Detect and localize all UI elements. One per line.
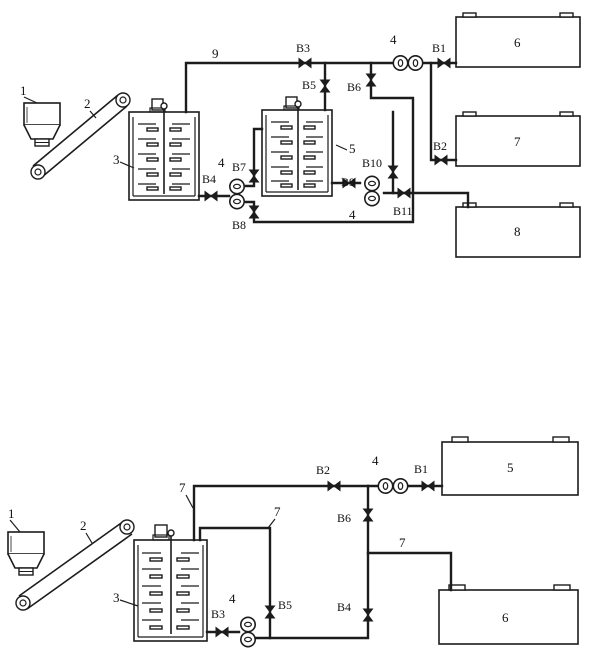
tank-6 xyxy=(438,584,579,645)
label-pump: 4 xyxy=(372,453,379,468)
mixer-b xyxy=(261,96,333,197)
pump-icon xyxy=(392,54,424,71)
label-valve-b5: B5 xyxy=(302,78,316,92)
label-conveyor: 2 xyxy=(80,518,87,533)
label-pipe: 7 xyxy=(179,480,186,495)
label-valve-b8: B8 xyxy=(232,218,246,232)
mixer-a xyxy=(128,98,200,201)
valve-icon xyxy=(363,508,373,522)
label-pipe: 7 xyxy=(274,504,281,519)
label-valve-b1: B1 xyxy=(414,462,428,476)
label-valve-b4: B4 xyxy=(337,600,351,614)
tank-6 xyxy=(455,12,581,68)
valve-icon xyxy=(397,188,411,198)
label-tank-8: 8 xyxy=(514,224,521,239)
valve-icon xyxy=(437,58,451,68)
valve-icon xyxy=(366,73,376,87)
valve-icon xyxy=(421,481,435,491)
tank-8 xyxy=(455,202,581,258)
label-valve-b3: B3 xyxy=(296,41,310,55)
label-valve-b3: B3 xyxy=(211,607,225,621)
valve-icon xyxy=(327,481,341,491)
label-valve-b2: B2 xyxy=(316,463,330,477)
label-valve-b4: B4 xyxy=(202,172,216,186)
valve-icon xyxy=(363,608,373,622)
label-tank-6: 6 xyxy=(502,610,509,625)
mixer xyxy=(133,524,208,642)
hopper-icon xyxy=(7,531,45,576)
bottom-figure: 1 2 xyxy=(7,436,579,648)
valve-icon xyxy=(320,79,330,93)
label-conveyor: 2 xyxy=(84,96,91,111)
valve-icon xyxy=(249,169,259,183)
label-tank-6: 6 xyxy=(514,35,521,50)
valve-icon xyxy=(298,58,312,68)
valve-icon xyxy=(434,155,448,165)
valve-icon xyxy=(388,165,398,179)
valve-icon xyxy=(215,627,229,637)
label-valve-b6: B6 xyxy=(337,511,351,525)
label-valve-b5: B5 xyxy=(278,598,292,612)
label-pump: 4 xyxy=(218,155,225,170)
valve-icon xyxy=(204,191,218,201)
top-pipes xyxy=(184,61,470,224)
valve-icon xyxy=(265,605,275,619)
label-hopper: 1 xyxy=(20,83,27,98)
label-pipe: 7 xyxy=(399,535,406,550)
label-tank-7: 7 xyxy=(514,134,521,149)
hopper-icon xyxy=(23,102,61,147)
label-valve-b10: B10 xyxy=(362,156,382,170)
label-valve-b11: B11 xyxy=(393,204,413,218)
pump-icon xyxy=(229,178,245,210)
label-mixer: 3 xyxy=(113,590,120,605)
label-valve-b1: B1 xyxy=(432,41,446,55)
label-mixer-b: 5 xyxy=(349,141,356,156)
label-pump: 4 xyxy=(349,207,356,222)
label-hopper: 1 xyxy=(8,506,15,521)
tank-7 xyxy=(455,111,581,167)
label-pipe: 9 xyxy=(212,46,219,61)
top-figure: 1 2 xyxy=(20,12,581,258)
label-valve-b2: B2 xyxy=(433,139,447,153)
label-valve-b7: B7 xyxy=(232,160,246,174)
label-valve-b9: B9 xyxy=(341,175,355,189)
conveyor-icon xyxy=(30,92,131,180)
label-valve-b6: B6 xyxy=(347,80,361,94)
pump-icon xyxy=(240,616,256,648)
label-mixer-a: 3 xyxy=(113,152,120,167)
tank-5 xyxy=(441,436,579,496)
label-pump: 4 xyxy=(390,32,397,47)
conveyor-icon xyxy=(15,519,135,611)
label-pump: 4 xyxy=(229,591,236,606)
pump-icon xyxy=(377,477,409,495)
label-tank-5: 5 xyxy=(507,460,514,475)
pump-icon xyxy=(363,175,381,207)
valve-icon xyxy=(249,205,259,219)
bottom-pipes xyxy=(192,484,453,640)
